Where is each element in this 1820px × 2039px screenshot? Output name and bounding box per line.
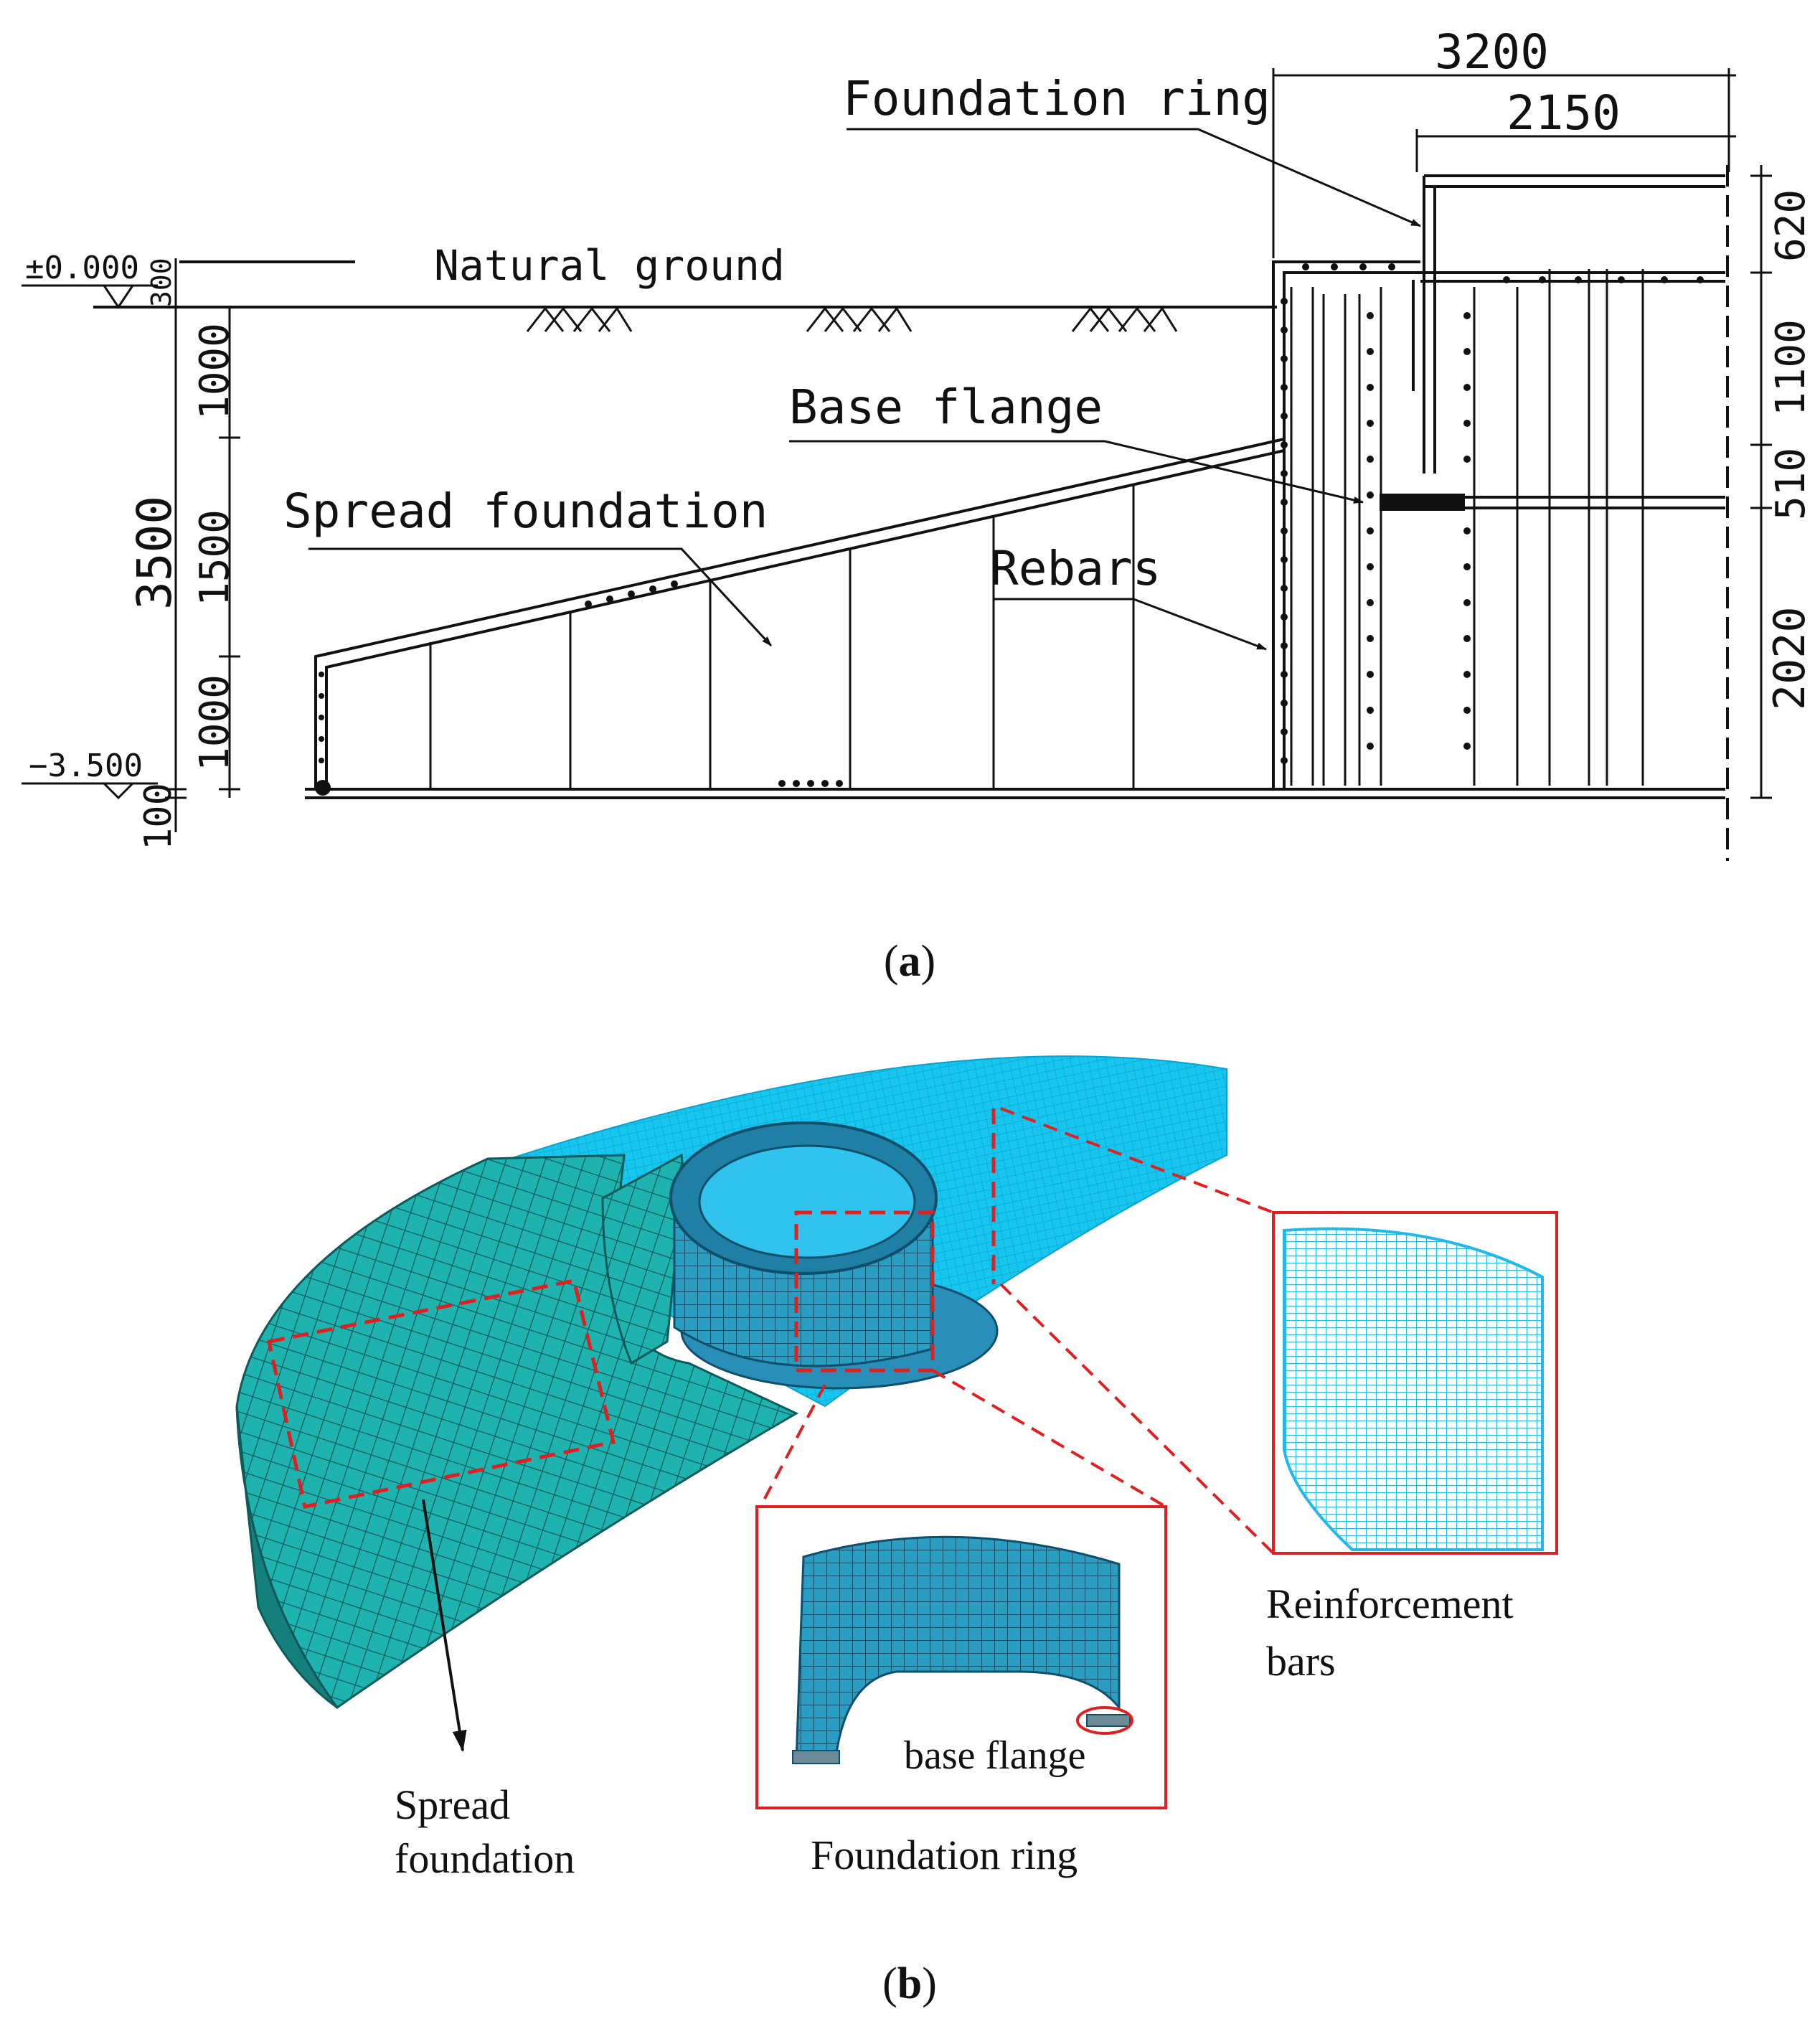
right-dimension-chain: [1750, 165, 1772, 799]
label-spread: Spread: [395, 1781, 510, 1828]
pedestal-mesh: [601, 1153, 690, 1365]
dim-2150: 2150: [1507, 85, 1621, 141]
dim-3500: 3500: [127, 496, 182, 610]
dim-100: 100: [137, 783, 180, 850]
label-base-flange: Base flange: [789, 380, 1103, 435]
top-dimension-chain: [1272, 68, 1736, 258]
stirrups: [429, 485, 1135, 789]
elevation-bottom-text: −3.500: [29, 748, 143, 784]
elevation-marker-top: [22, 284, 158, 309]
label-rebars: Rebars: [990, 541, 1161, 596]
base-flange-shape: [1380, 494, 1465, 511]
inset-foundation-ring: [755, 1505, 1167, 1809]
elevation-top-text: ±0.000: [25, 250, 139, 286]
dim-3200: 3200: [1435, 24, 1549, 80]
leader-foundation-ring: [847, 128, 1421, 227]
label-foundation: foundation: [395, 1835, 575, 1882]
ring-flange-right: [1086, 1714, 1131, 1727]
label-base-flange-b: base flange: [904, 1733, 1085, 1778]
ring-half-shell: [795, 1535, 1121, 1763]
elevation-marker-bottom: [22, 782, 158, 800]
panel-a-caption: (a): [884, 937, 935, 986]
dim-1000-top: 1000: [192, 323, 238, 420]
pedestal-outline-inner: [1283, 271, 1420, 789]
dim-510: 510: [1768, 448, 1814, 520]
panel-b-labels: Spread foundation Foundation ring base f…: [395, 1581, 1514, 1882]
label-ring: Foundation ring: [811, 1832, 1078, 1878]
spread-foundation-arrow: [422, 1499, 467, 1752]
flange-highlight-ellipse: [1076, 1706, 1133, 1735]
rebar-dots: [315, 263, 1704, 796]
pedestal-outline: [1272, 260, 1420, 789]
dim-620: 620: [1768, 189, 1814, 262]
callout-line-ring-1: [759, 1384, 826, 1507]
panel-a-labels: Foundation ring Natural ground Base flan…: [25, 24, 1815, 850]
spread-foundation-side: [235, 1405, 339, 1709]
leader-rebars: [994, 598, 1267, 651]
panel-b-model: [235, 1055, 1275, 1752]
label-natural-ground: Natural ground: [434, 241, 785, 290]
label-foundation-ring: Foundation ring: [843, 71, 1270, 126]
dim-2020: 2020: [1765, 607, 1815, 711]
callout-line-ring-2: [931, 1369, 1167, 1508]
ring-top-inner: [698, 1144, 916, 1259]
left-dimension-chain: [165, 258, 240, 832]
label-bars: bars: [1266, 1638, 1336, 1685]
soil-hatch-symbols: [526, 306, 1178, 332]
dim-1100: 1100: [1768, 319, 1814, 416]
ring-flange-left: [792, 1750, 840, 1764]
panel-a-drawing: [22, 68, 1772, 861]
label-reinforcement: Reinforcement: [1266, 1581, 1514, 1627]
rebar-cage-mesh: [1283, 1227, 1544, 1551]
callout-line-rebars-2: [999, 1283, 1275, 1555]
callout-line-rebars-1: [1000, 1107, 1274, 1214]
dim-1500: 1500: [192, 509, 238, 606]
spread-foundation-slope: [314, 438, 1285, 789]
dim-1000-bottom: 1000: [192, 674, 238, 771]
callout-region-spread: [267, 1279, 616, 1509]
panel-b-caption: (b): [882, 1959, 937, 2008]
label-spread-foundation: Spread foundation: [283, 484, 768, 539]
leader-spread-foundation: [308, 547, 773, 647]
inset-reinforcement-bars: [1272, 1211, 1558, 1555]
dim-300: 300: [146, 258, 177, 307]
foundation-ring-shape: [1423, 174, 1725, 474]
pedestal-rebars: [1290, 269, 1644, 786]
leader-base-flange: [789, 440, 1364, 504]
